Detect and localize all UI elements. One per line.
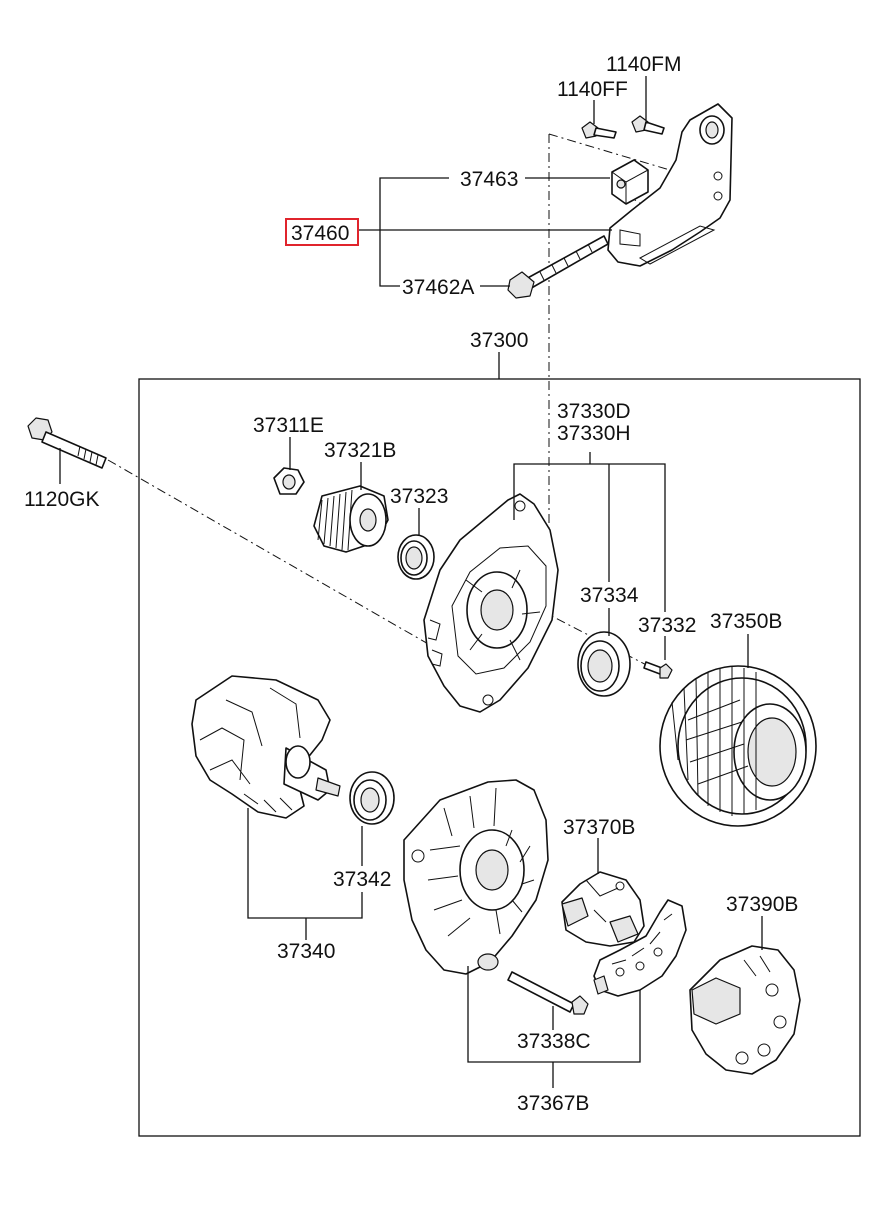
- label-37334[interactable]: 37334: [580, 584, 639, 607]
- label-1140FF[interactable]: 1140FF: [557, 78, 628, 101]
- bracket-axis: [548, 133, 691, 177]
- label-37311E[interactable]: 37311E: [253, 414, 324, 437]
- label-1120GK[interactable]: 1120GK: [24, 488, 100, 511]
- label-1140FM[interactable]: 1140FM: [606, 53, 681, 76]
- label-37350B[interactable]: 37350B: [710, 610, 782, 633]
- rectifier-assembly[interactable]: [593, 899, 687, 997]
- bolt-axis-2: [539, 609, 661, 673]
- label-37323[interactable]: 37323: [390, 485, 448, 508]
- label-37321B[interactable]: 37321B: [324, 439, 396, 462]
- label-37367B[interactable]: 37367B: [517, 1092, 589, 1115]
- highlight-box-37460: [285, 218, 359, 246]
- label-37332[interactable]: 37332: [638, 614, 696, 637]
- label-37340[interactable]: 37340: [277, 940, 335, 963]
- through-bolt-1120GK[interactable]: [27, 417, 107, 469]
- bolt-37338C[interactable]: [507, 971, 589, 1015]
- long-bolt-37462A[interactable]: [507, 235, 609, 299]
- label-37330D[interactable]: 37330D: [557, 400, 631, 423]
- rotor-37340[interactable]: [191, 675, 341, 819]
- label-37330H[interactable]: 37330H: [557, 422, 631, 445]
- bearing-37323[interactable]: [397, 534, 435, 580]
- label-37462A[interactable]: 37462A: [402, 276, 474, 299]
- bearing-37342[interactable]: [349, 771, 395, 825]
- label-37342[interactable]: 37342: [333, 868, 391, 891]
- rear-cover-37390B[interactable]: [689, 945, 801, 1075]
- bolt-1140FM[interactable]: [631, 115, 665, 135]
- screw-37332[interactable]: [643, 661, 673, 679]
- label-37300[interactable]: 37300: [470, 329, 528, 352]
- label-37338C[interactable]: 37338C: [517, 1030, 591, 1053]
- stator-37350B[interactable]: [659, 665, 817, 827]
- regulator-37370B[interactable]: [561, 871, 645, 947]
- pulley-37321B[interactable]: [313, 485, 389, 553]
- nut-37311E[interactable]: [273, 467, 305, 495]
- label-37460[interactable]: 37460: [291, 222, 349, 245]
- label-37370B[interactable]: 37370B: [563, 816, 635, 839]
- bearing-37334[interactable]: [577, 631, 631, 697]
- rear-bracket-37367B[interactable]: [403, 779, 549, 975]
- label-37390B[interactable]: 37390B: [726, 893, 798, 916]
- label-37463[interactable]: 37463: [460, 168, 518, 191]
- bolt-1140FF[interactable]: [581, 121, 617, 139]
- bolt-axis: [107, 459, 431, 646]
- spacer-block-37463[interactable]: [611, 159, 649, 205]
- front-bracket-37330[interactable]: [423, 493, 559, 713]
- bracket-37460[interactable]: [607, 103, 733, 267]
